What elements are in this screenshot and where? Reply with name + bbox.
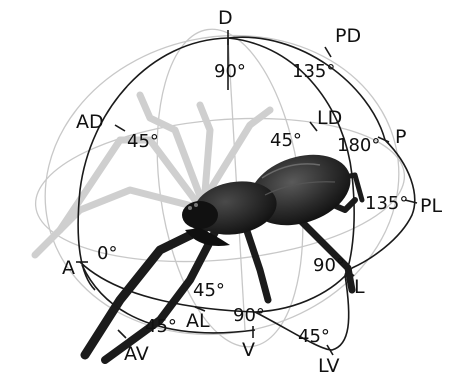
- angle-v-90: 90°: [233, 305, 265, 326]
- angle-pd-135: 135°: [292, 61, 335, 82]
- label-anterodorsal: AD: [76, 111, 104, 133]
- label-anterolateral: AL: [186, 310, 210, 332]
- label-laterodorsal: LD: [317, 107, 342, 129]
- angle-al-45: 45°: [193, 280, 225, 301]
- angle-ld-45: 45°: [270, 130, 302, 151]
- angle-ad-45: 45°: [127, 131, 159, 152]
- label-dorsal: D: [218, 7, 233, 29]
- angle-a-0: 0°: [97, 243, 117, 264]
- label-anteroventral: AV: [124, 343, 149, 365]
- label-posterodorsal: PD: [335, 25, 361, 47]
- angle-lv-45: 45°: [298, 326, 330, 347]
- label-lateral: L: [354, 276, 365, 298]
- label-ventral: V: [242, 339, 255, 361]
- angle-l-90: 90°: [313, 255, 345, 276]
- label-posterior: P: [395, 126, 406, 148]
- label-lateroventral: LV: [318, 355, 340, 376]
- angle-pl-135: 135°: [365, 193, 408, 214]
- label-anterior: A: [62, 257, 75, 279]
- angle-av-45: 45°: [145, 316, 177, 337]
- label-posterolateral: PL: [420, 195, 442, 217]
- angle-d-90: 90°: [214, 61, 246, 82]
- angle-p-180: 180°: [337, 135, 380, 156]
